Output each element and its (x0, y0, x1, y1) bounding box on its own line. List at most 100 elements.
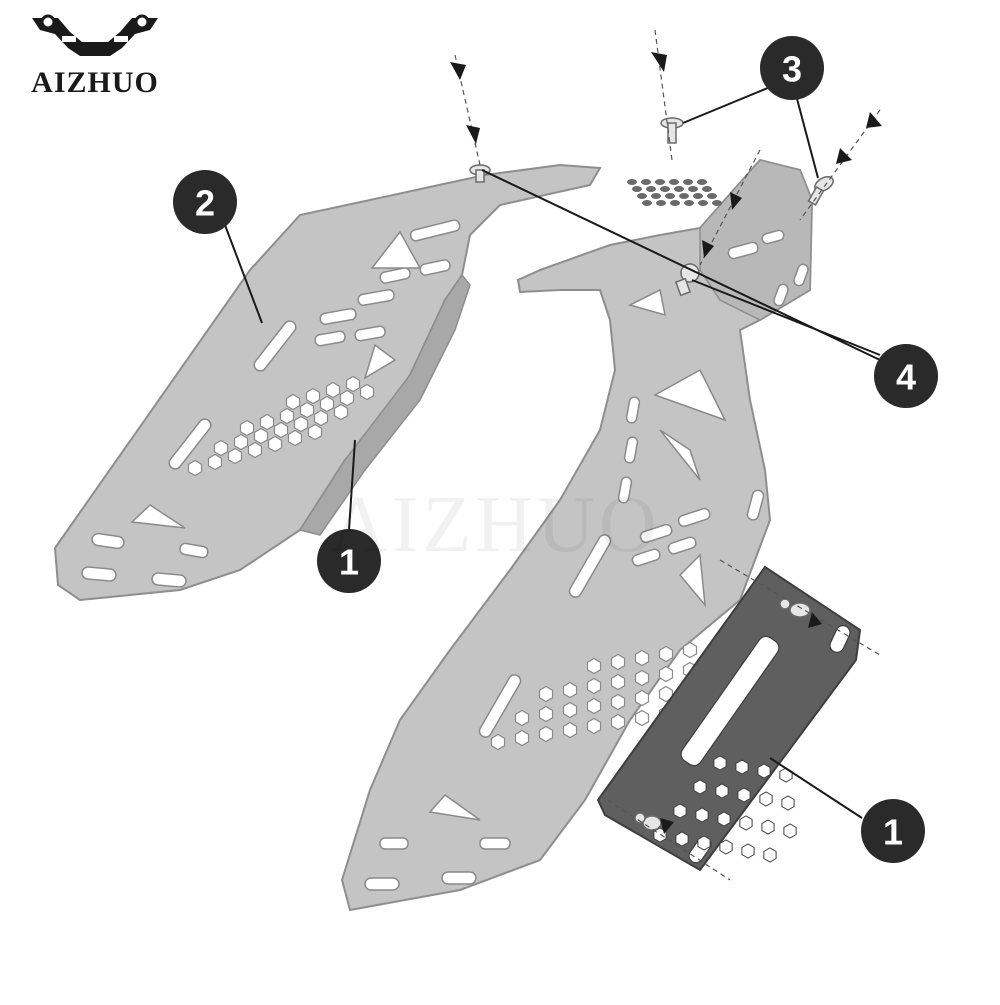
hex-hole (675, 831, 689, 847)
vent-hole (683, 179, 693, 185)
hex-hole (759, 791, 773, 807)
bolt-top-mid (660, 117, 684, 144)
hex-hole (273, 421, 289, 439)
bolt-top-right (807, 176, 834, 206)
callout-number: 1 (339, 542, 359, 583)
hex-hole (307, 423, 323, 441)
hex-hole (586, 697, 602, 715)
hex-hole (305, 387, 321, 405)
hex-hole (285, 393, 301, 411)
hex-hole (345, 375, 361, 393)
brand-watermark: AIZHUO (330, 481, 661, 569)
vent-hole (637, 193, 647, 199)
callout-badges: 2 1 3 4 1 (173, 36, 938, 863)
hex-hole (717, 811, 731, 827)
hex-hole (713, 755, 727, 771)
hex-hole (763, 847, 777, 863)
hex-hole (299, 401, 315, 419)
hex-hole (719, 839, 733, 855)
hex-hole (658, 645, 674, 663)
hex-hole (673, 803, 687, 819)
callout-c2: 2 (173, 170, 237, 234)
hex-hole (562, 701, 578, 719)
hex-hole (658, 685, 674, 703)
hex-hole (239, 419, 255, 437)
hex-hole (538, 725, 554, 743)
hex-hole (267, 435, 283, 453)
vent-hole (693, 193, 703, 199)
callout-number: 4 (896, 357, 916, 398)
callout-circle (173, 170, 237, 234)
vent-hole (655, 179, 665, 185)
callout-number: 1 (883, 812, 903, 853)
hex-hole (359, 383, 375, 401)
hex-hole (781, 795, 795, 811)
hex-hole (697, 835, 711, 851)
hex-hole (259, 413, 275, 431)
hex-hole (187, 459, 203, 477)
vent-hole (688, 186, 698, 192)
hex-hole (207, 453, 223, 471)
hex-hole (693, 779, 707, 795)
bolts (469, 117, 834, 831)
vent-hole (698, 200, 708, 206)
hex-hole (293, 415, 309, 433)
callout-number: 3 (782, 49, 802, 90)
vent-hole (670, 200, 680, 206)
hex-hole (313, 409, 329, 427)
hex-hole (741, 843, 755, 859)
vent-hole (684, 200, 694, 206)
hex-hole (247, 441, 263, 459)
hex-hole (233, 433, 249, 451)
hex-hole (783, 823, 797, 839)
hex-hole (339, 389, 355, 407)
hex-hole (658, 665, 674, 683)
hex-hole (319, 395, 335, 413)
vent-hole (641, 179, 651, 185)
callout-circle (317, 529, 381, 593)
mounting-bracket (596, 565, 862, 872)
hex-hole (610, 693, 626, 711)
vent-hole (679, 193, 689, 199)
callout-c3: 3 (760, 36, 824, 100)
hex-hole (490, 733, 506, 751)
vent-hole (669, 179, 679, 185)
hex-hole (682, 641, 698, 659)
hex-hole (514, 709, 530, 727)
right-skid-plate (340, 158, 814, 912)
left-skid-plate (53, 163, 602, 602)
hex-hole (653, 827, 667, 843)
hex-hole (562, 721, 578, 739)
vent-hole (651, 193, 661, 199)
hex-hole (610, 713, 626, 731)
brand-logo: AIZHUO (10, 10, 180, 100)
vent-hole (712, 200, 722, 206)
hex-hole (213, 439, 229, 457)
hex-hole (735, 759, 749, 775)
callout-number: 2 (195, 183, 215, 224)
callout-c1a: 1 (317, 529, 381, 593)
hex-hole (634, 649, 650, 667)
brand-logo-icon (32, 14, 158, 56)
vent-hole (707, 193, 717, 199)
callout-circle (760, 36, 824, 100)
hex-hole (333, 403, 349, 421)
hex-hole (610, 653, 626, 671)
hex-hole (287, 429, 303, 447)
hex-hole (715, 783, 729, 799)
arrows (450, 52, 882, 834)
vent-hole (632, 186, 642, 192)
brand-name: AIZHUO (31, 66, 159, 99)
vent-hole (660, 186, 670, 192)
callout-circle (861, 799, 925, 863)
hex-hole (761, 819, 775, 835)
hex-hole (586, 717, 602, 735)
bracket-bolt-upper (779, 598, 811, 618)
callout-circle (874, 344, 938, 408)
hex-hole (325, 381, 341, 399)
hex-hole (586, 657, 602, 675)
vent-hole (702, 186, 712, 192)
vent-hole (646, 186, 656, 192)
